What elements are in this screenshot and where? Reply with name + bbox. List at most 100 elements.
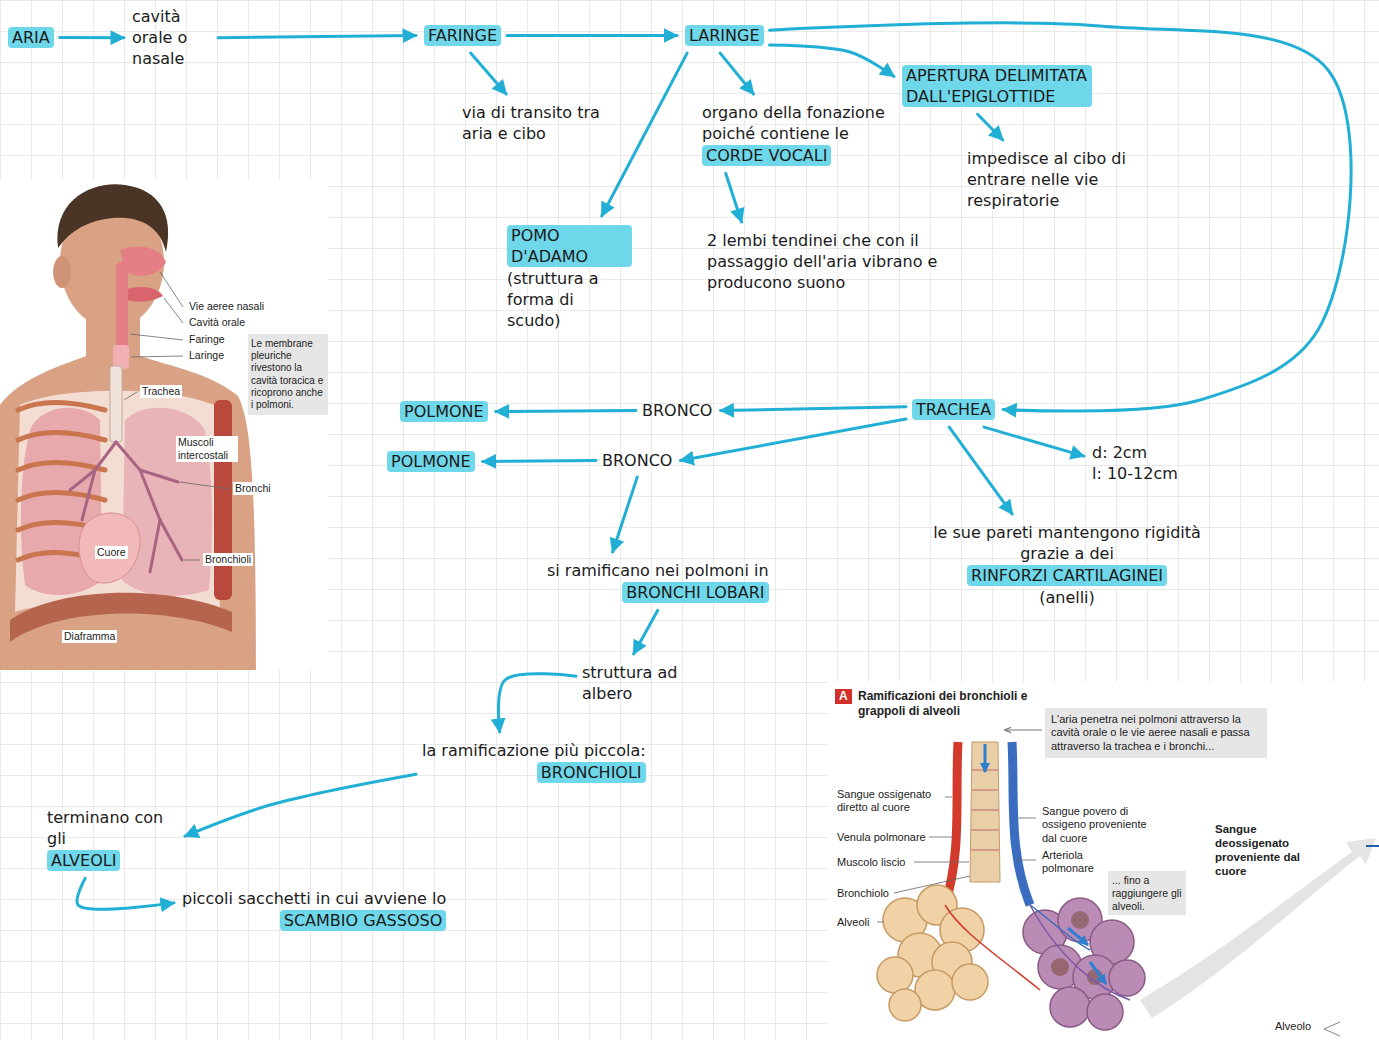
bronchial-tree — [150, 520, 160, 572]
concept-note: via di transito tra aria e cibo — [460, 100, 614, 146]
smooth-muscle — [971, 829, 999, 831]
flow-arrow — [218, 36, 416, 38]
leader-line — [877, 922, 884, 923]
flow-arrow — [949, 427, 1012, 514]
rib — [18, 493, 105, 501]
highlighted-term: APERTURA DELIMITATA DALL'EPIGLOTTIDE — [902, 65, 1092, 107]
leader-line — [160, 272, 183, 307]
note-text: terminano con gli — [47, 807, 177, 849]
figure-label: Cuore — [95, 546, 128, 559]
note-text: impedisce al cibo di entrare nelle vie r… — [967, 148, 1152, 211]
concept-note: ARIA — [6, 24, 56, 51]
arteriole — [1012, 742, 1030, 905]
bronchial-tree — [140, 470, 178, 482]
bronchial-tree — [160, 520, 182, 560]
blood-line — [1366, 845, 1379, 847]
anatomy-figure — [0, 180, 328, 670]
flow-arrow — [613, 477, 638, 552]
note-text: struttura ad albero — [582, 662, 712, 704]
flow-arrow — [507, 34, 677, 37]
highlighted-term: FARINGE — [424, 25, 501, 46]
leader-line — [180, 482, 230, 489]
concept-note: POLMONE — [385, 448, 477, 475]
flow-swoosh — [1140, 838, 1376, 1018]
alveolus — [877, 957, 913, 993]
heart — [79, 513, 140, 583]
illustration-panel — [828, 682, 1379, 1040]
note-text: cavità orale o nasale — [132, 6, 212, 69]
bronchiole-tube — [970, 742, 1000, 882]
smooth-muscle — [971, 809, 999, 811]
note-text: via di transito tra aria e cibo — [462, 102, 612, 144]
bronchial-tree — [82, 442, 116, 520]
note-text: (anelli) — [932, 587, 1202, 608]
leader-line — [877, 797, 1340, 1036]
figure-label: Bronchiolo — [835, 887, 891, 900]
capillary — [1030, 905, 1130, 1000]
flow-arrow — [471, 53, 507, 94]
trachea — [110, 366, 122, 442]
leader-line — [124, 272, 230, 560]
leader-line — [934, 797, 952, 798]
concept-note: BRONCO — [600, 448, 674, 473]
alveolus — [877, 885, 988, 1021]
leader-line — [1016, 860, 1036, 861]
note-text: la ramificazione più piccola: — [422, 740, 646, 761]
concept-note: struttura ad albero — [580, 660, 714, 706]
highlighted-term: POMO D'ADAMO — [507, 225, 632, 267]
figure-label: Muscoli intercostali — [176, 436, 238, 462]
highlighted-term: SCAMBIO GASSOSO — [280, 910, 446, 931]
concept-note: organo della fonazione poiché contiene l… — [700, 100, 914, 169]
hair — [57, 184, 168, 252]
highlighted-term: BRONCHI LOBARI — [622, 582, 768, 603]
rib — [18, 403, 105, 411]
concept-note: POLMONE — [398, 398, 490, 425]
concept-note: si ramificano nei polmoni inBRONCHI LOBA… — [545, 558, 771, 606]
air-arrow — [1090, 962, 1106, 984]
flow-arrow — [720, 53, 753, 94]
concept-note: FARINGE — [422, 22, 503, 49]
concept-note: BRONCO — [640, 398, 714, 423]
concept-note: TRACHEA — [910, 396, 997, 423]
note-text: l: 10-12cm — [1092, 463, 1178, 484]
figure-label: Diaframma — [62, 630, 117, 643]
concept-note: LARINGE — [683, 22, 766, 49]
note-text: 2 lembi tendinei che con il passaggio de… — [707, 230, 947, 293]
concept-note: terminano con gliALVEOLI — [45, 805, 179, 874]
smooth-muscle — [970, 770, 1000, 850]
caption-box: A — [835, 689, 852, 704]
figure-label: Ramificazioni dei bronchioli e grappoli … — [856, 689, 1056, 718]
alveolus — [1050, 987, 1090, 1027]
capillary — [945, 905, 1130, 1000]
alveolus — [952, 964, 988, 1000]
figure-label: Sangue deossigenato proveniente dal cuor… — [1213, 822, 1313, 878]
flow-arrow — [60, 36, 124, 39]
highlighted-term: POLMONE — [400, 401, 488, 422]
venule — [945, 742, 958, 905]
smooth-muscle — [972, 789, 998, 791]
highlighted-term: BRONCHIOLI — [537, 762, 646, 783]
intercostal-muscle — [214, 400, 232, 600]
note-text: si ramificano nei polmoni in — [547, 560, 769, 581]
alveoli-figure — [828, 682, 1379, 1040]
connector-group — [60, 23, 1351, 909]
flow-arrow — [602, 53, 687, 216]
concept-note: cavità orale o nasale — [130, 4, 214, 71]
note-text: BRONCO — [642, 400, 712, 421]
rib — [18, 463, 105, 471]
note-text: piccoli sacchetti in cui avviene lo — [182, 888, 446, 909]
leader-line — [130, 334, 183, 340]
highlighted-term: ARIA — [8, 27, 54, 48]
flow-arrow — [680, 419, 906, 461]
air-arrow — [1068, 928, 1088, 945]
alveolus — [1109, 960, 1145, 996]
flow-arrow — [77, 878, 174, 909]
concept-note: la ramificazione più piccola:BRONCHIOLI — [420, 738, 648, 786]
concept-note: le sue pareti mantengono rigidità grazie… — [930, 520, 1204, 610]
leader-line — [894, 876, 970, 893]
figure-label: Cavità orale — [187, 316, 247, 329]
rib — [18, 433, 105, 441]
ear — [53, 256, 71, 288]
